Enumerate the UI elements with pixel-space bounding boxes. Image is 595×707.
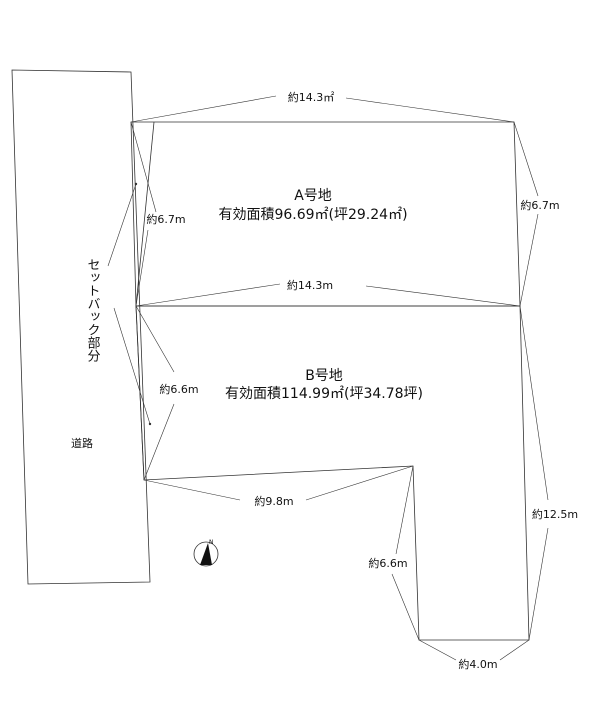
leader-dot-bottom	[148, 422, 152, 426]
dim-b-notch-left: 約6.6m	[368, 556, 407, 570]
dim-a-right: 約6.7m	[520, 198, 559, 212]
dim-a-left: 約6.7m	[146, 212, 185, 226]
lot-a-area: 有効面積96.69㎡(坪29.24㎡)	[218, 207, 407, 223]
road-label: 道路	[71, 436, 93, 450]
dim-b-right: 約12.5m	[532, 507, 578, 521]
dim-b-left: 約6.6m	[159, 382, 198, 396]
dim-a-top: 約14.3㎡	[288, 90, 335, 104]
lot-a-name: A号地	[294, 188, 332, 204]
dim-ab-border: 約14.3m	[287, 278, 333, 292]
dim-b-bottom-left: 約9.8m	[254, 494, 293, 508]
lot-b-name: B号地	[305, 368, 343, 384]
dim-b-bottom: 約4.0m	[458, 657, 497, 671]
road-area	[11, 69, 151, 585]
lot-b-outline	[135, 305, 530, 641]
setback-label: セットバック部分	[85, 258, 101, 363]
setback-line	[135, 121, 155, 481]
lot-b-area: 有効面積114.99㎡(坪34.78坪)	[225, 386, 423, 402]
leader-dot-top	[134, 182, 138, 186]
north-arrow-icon: N	[193, 539, 219, 567]
north-label: N	[209, 539, 214, 546]
